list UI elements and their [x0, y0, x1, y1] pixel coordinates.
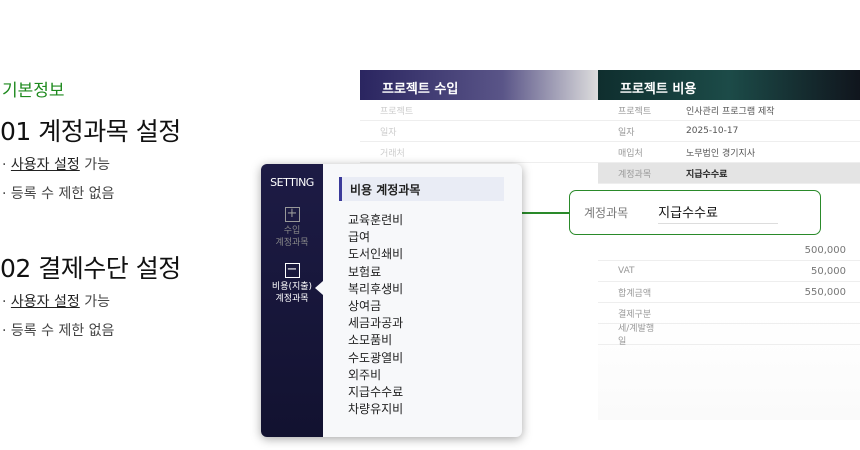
row-value: 지급수수료 — [686, 169, 728, 180]
nav-label: 수입 — [283, 226, 301, 236]
callout-label: 계정과목 — [584, 206, 629, 220]
expense-row: 매입처 노무법인 경기지사 — [598, 142, 860, 163]
account-callout: 계정과목 지급수수료 — [569, 190, 821, 235]
bullet-text: 가능 — [79, 157, 110, 173]
setting-title: SETTING — [270, 176, 314, 189]
active-indicator — [315, 281, 323, 295]
income-row: 거래처 — [360, 142, 598, 163]
bullet-text: 등록 수 제한 없음 — [10, 323, 115, 339]
expense-row: 계정과목 지급수수료 — [598, 163, 860, 184]
plus-box-icon: + — [284, 207, 300, 222]
income-panel-title: 프로젝트 수입 — [360, 70, 598, 100]
row-label: VAT — [618, 266, 635, 276]
row-amount: 500,000 — [804, 244, 846, 256]
account-item[interactable]: 교육훈련비 — [348, 213, 404, 227]
arrow-line — [503, 212, 569, 214]
account-item[interactable]: 복리후생비 — [348, 281, 404, 296]
heading-payment-setting: 02 결제수단 설정 — [0, 254, 181, 283]
heading-account-setting: 01 계정과목 설정 — [0, 117, 181, 146]
row-label: 계정과목 — [618, 169, 652, 180]
account-item[interactable]: 상여금 — [348, 299, 382, 314]
callout-value: 지급수수료 — [658, 202, 779, 224]
expense-row: 합계금액 550,000 — [598, 282, 860, 303]
bullet-text: 가능 — [79, 294, 110, 310]
account-item[interactable]: 급여 — [348, 230, 371, 245]
row-value: 노무법인 경기지사 — [686, 148, 756, 159]
row-label: 일자 — [380, 127, 397, 138]
row-amount: 50,000 — [811, 265, 846, 277]
account-item[interactable]: 수도광열비 — [348, 350, 404, 365]
nav-label: 계정과목 — [275, 294, 309, 304]
expense-row: 결제구분 — [598, 303, 860, 324]
account-item[interactable]: 보험료 — [348, 264, 382, 279]
bullet-text: 등록 수 제한 없음 — [10, 186, 115, 202]
row-value: 인사관리 프로그램 제작 — [686, 106, 775, 117]
setting-sidebar: SETTING + 수입 계정과목 − 비용(지출) 계정과목 — [261, 164, 323, 437]
expense-row: 일자 2025-10-17 — [598, 121, 860, 142]
account-item[interactable]: 세금과공과 — [348, 316, 404, 331]
nav-expense-accounts[interactable]: − 비용(지출) 계정과목 — [261, 263, 323, 305]
bullet-dot: · — [2, 323, 11, 339]
bullet-dot: · — [2, 294, 11, 310]
row-label: 세/계발행일 — [618, 324, 655, 347]
nav-income-accounts[interactable]: + 수입 계정과목 — [261, 207, 323, 249]
bullet: · 사용자 설정 가능 — [2, 291, 110, 311]
expense-row: 세/계발행일 — [598, 324, 860, 347]
row-label: 결제구분 — [618, 309, 652, 320]
account-item[interactable]: 차량유지비 — [348, 402, 404, 417]
income-row: 일자 — [360, 121, 598, 142]
row-value: 2025-10-17 — [686, 126, 739, 136]
bullet-dot: · — [2, 186, 11, 202]
expense-row: 500,000 — [598, 240, 860, 261]
account-item[interactable]: 도서인쇄비 — [348, 247, 404, 262]
row-label: 프로젝트 — [618, 106, 652, 117]
income-row: 프로젝트 — [360, 100, 598, 121]
row-label: 매입처 — [618, 148, 643, 159]
bullet: · 사용자 설정 가능 — [2, 154, 110, 174]
expense-panel-title: 프로젝트 비용 — [598, 70, 860, 100]
row-label: 프로젝트 — [380, 106, 414, 117]
row-amount: 550,000 — [804, 286, 846, 298]
user-setting-link: 사용자 설정 — [10, 157, 80, 173]
account-item[interactable]: 외주비 — [348, 367, 382, 382]
user-setting-link: 사용자 설정 — [10, 294, 80, 310]
row-label: 일자 — [618, 127, 635, 138]
section-label: 기본정보 — [2, 81, 65, 101]
row-label: 합계금액 — [618, 288, 652, 299]
expense-row: VAT 50,000 — [598, 261, 860, 282]
list-title: 비용 계정과목 — [339, 177, 504, 201]
nav-label: 계정과목 — [275, 238, 309, 248]
minus-box-icon: − — [284, 263, 300, 278]
expense-row: 프로젝트 인사관리 프로그램 제작 — [598, 100, 860, 121]
setting-popup: SETTING + 수입 계정과목 − 비용(지출) 계정과목 비용 계정과목 … — [261, 164, 522, 437]
bullet: · 등록 수 제한 없음 — [2, 320, 114, 340]
bullet-dot: · — [2, 157, 11, 173]
row-label: 거래처 — [380, 148, 405, 159]
account-item[interactable]: 소모품비 — [348, 333, 393, 348]
account-item[interactable]: 지급수수료 — [348, 385, 404, 400]
nav-label: 비용(지출) — [271, 282, 313, 292]
bullet: · 등록 수 제한 없음 — [2, 183, 114, 203]
